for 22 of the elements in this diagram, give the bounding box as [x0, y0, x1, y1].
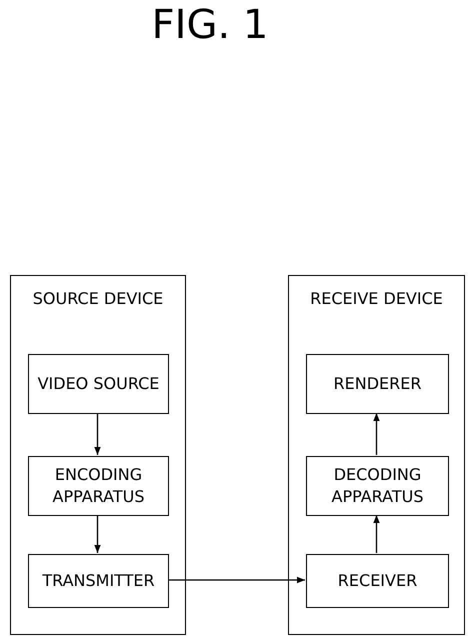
container-heading: SOURCE DEVICE	[32, 288, 164, 310]
arrow	[373, 413, 380, 455]
box-label: VIDEO SOURCE	[36, 373, 160, 395]
container-heading: RECEIVE DEVICE	[309, 288, 444, 310]
arrow	[94, 515, 101, 553]
process-box	[306, 554, 449, 608]
process-box	[28, 354, 169, 414]
box-label: ENCODING APPARATUS	[52, 464, 146, 508]
arrow	[94, 413, 101, 455]
box-label: RENDERER	[332, 373, 422, 395]
arrow	[373, 515, 380, 553]
figure-title: FIG. 1	[150, 2, 270, 48]
device-container	[288, 275, 465, 635]
process-box	[306, 354, 449, 414]
box-label: DECODING APPARATUS	[330, 464, 424, 508]
process-box	[28, 456, 169, 516]
arrow	[168, 576, 305, 584]
process-box	[28, 554, 169, 608]
box-label: RECEIVER	[336, 570, 418, 592]
box-label: TRANSMITTER	[41, 570, 156, 592]
device-container	[10, 275, 186, 635]
process-box	[306, 456, 449, 516]
